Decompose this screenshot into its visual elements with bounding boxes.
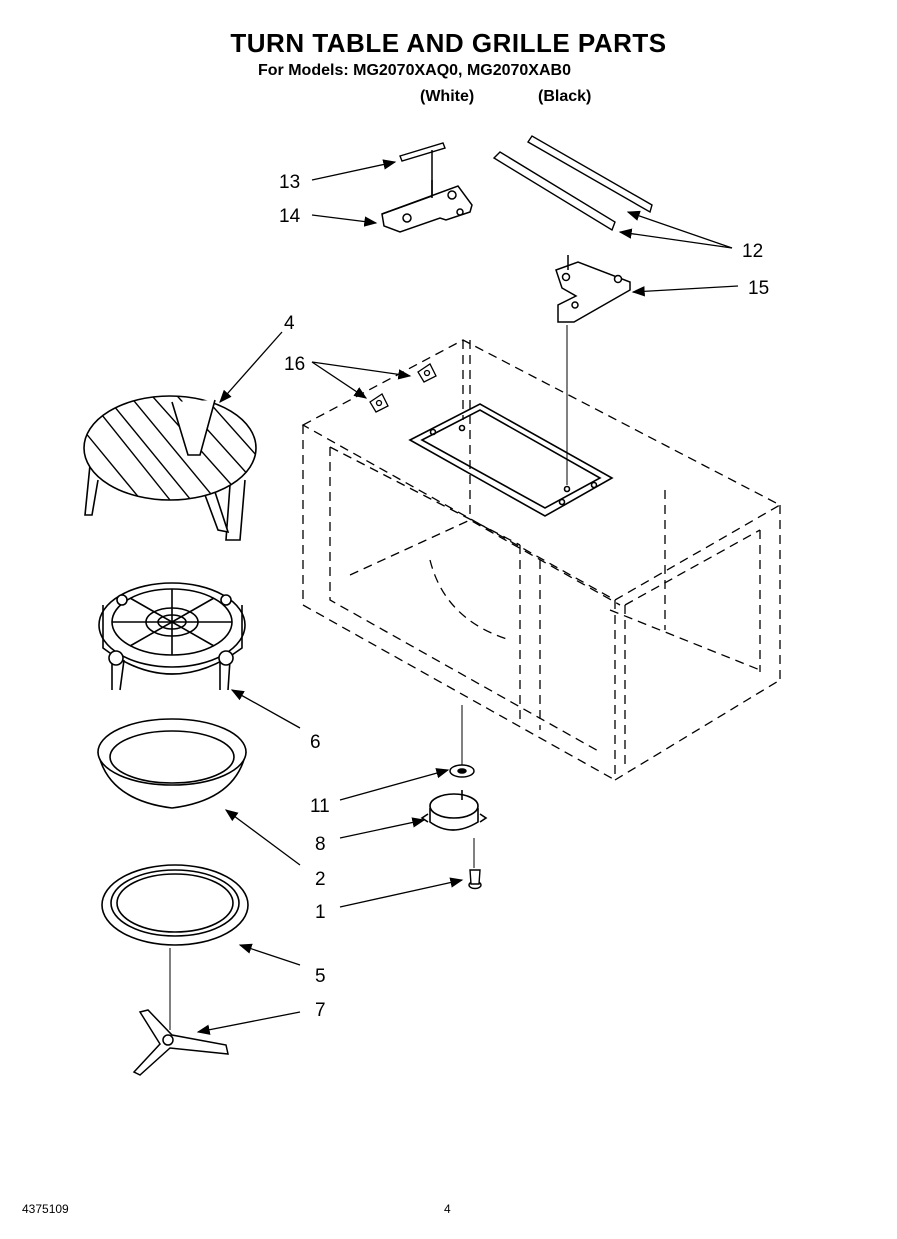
part-14-bracket [381,150,473,233]
callout-15: 15 [748,278,769,299]
part-2-bowl [97,718,247,809]
page-title: TURN TABLE AND GRILLE PARTS [230,28,667,58]
variant-white: (White) [420,88,475,105]
callout-12: 12 [742,241,763,262]
part-1-screw [468,838,482,890]
part-11-washer [449,705,475,778]
leader-lines [196,159,739,1035]
part-13-rod [399,142,446,162]
part-6-support [98,582,246,691]
part-5-tray [101,864,249,1030]
callout-6: 6 [310,732,321,753]
callout-16: 16 [284,354,305,375]
part-12-rods [492,135,653,232]
callout-5: 5 [315,966,326,987]
part-16-clips [369,363,437,413]
vent-plate [408,403,614,517]
callout-7: 7 [315,1000,326,1021]
callout-4: 4 [284,313,295,334]
part-4-grille [83,395,257,541]
models-line: For Models: MG2070XAQ0, MG2070XAB0 [258,62,571,79]
callout-2: 2 [315,869,326,890]
callout-11: 11 [310,796,330,817]
part-8-motor [420,790,488,831]
callout-14: 14 [279,206,301,227]
callout-1: 1 [315,902,326,923]
part-15-bracket [555,255,631,323]
callout-13: 13 [279,172,300,193]
callout-8: 8 [315,834,326,855]
part-7-coupler [132,1009,229,1076]
oven-cavity [301,339,782,781]
page-number: 4 [444,1202,451,1216]
variant-black: (Black) [538,88,592,105]
document-number: 4375109 [22,1202,69,1216]
